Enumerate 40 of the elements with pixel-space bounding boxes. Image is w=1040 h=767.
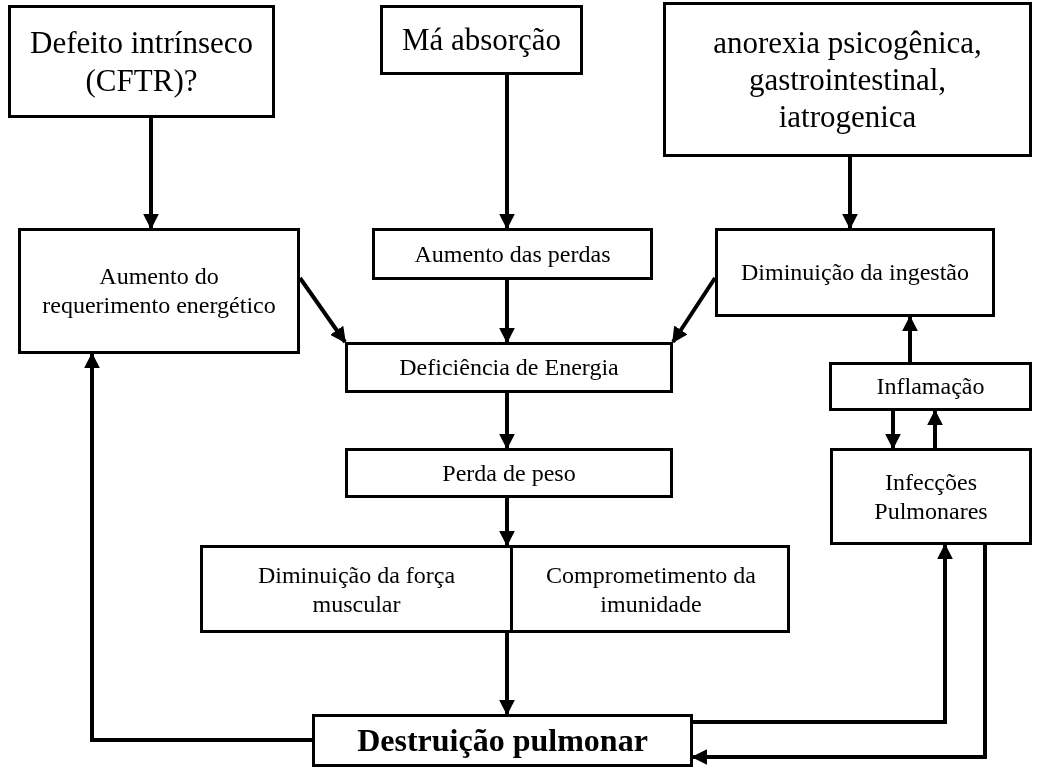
box-label: Comprometimento da imunidade <box>545 561 757 619</box>
arrow <box>499 75 515 230</box>
box-label: anorexia psicogênica, gastrointestinal, iatrogenica <box>712 23 983 136</box>
box-label: Má absorção <box>401 21 562 59</box>
arrow <box>143 118 159 230</box>
arrow <box>298 276 347 344</box>
arrow <box>885 411 901 450</box>
box-label: Perda de peso <box>442 458 576 488</box>
process-box <box>830 448 1032 545</box>
process-box <box>663 2 1032 157</box>
arrow <box>499 393 515 450</box>
arrow <box>671 276 717 344</box>
arrow <box>691 545 987 765</box>
arrow <box>84 352 312 742</box>
box-label: Diminuição da ingestão <box>741 258 969 287</box>
box-label: Infecções Pulmonares <box>873 467 989 526</box>
arrow <box>902 315 918 362</box>
box-label: Aumento das perdas <box>414 239 611 269</box>
process-box <box>312 714 693 767</box>
arrow <box>499 280 515 344</box>
arrow <box>693 543 953 724</box>
arrow <box>499 633 515 716</box>
process-box <box>345 448 673 498</box>
process-box <box>380 5 583 75</box>
process-box <box>8 5 275 118</box>
box-label: Destruição pulmonar <box>357 721 648 760</box>
process-box <box>345 342 673 393</box>
box-label: Aumento do requerimento energético <box>41 262 277 320</box>
process-box <box>829 362 1032 411</box>
box-label: Deficiência de Energia <box>399 353 619 382</box>
box-label: Inflamação <box>876 372 985 401</box>
arrow <box>842 157 858 230</box>
split-box <box>200 545 790 633</box>
box-label: Defeito intrínseco (CFTR)? <box>29 24 254 99</box>
process-box <box>372 228 653 280</box>
process-box <box>18 228 300 354</box>
process-box <box>715 228 995 317</box>
arrow <box>499 498 515 547</box>
arrow <box>927 409 943 448</box>
box-label: Diminuição da força muscular <box>256 561 457 619</box>
